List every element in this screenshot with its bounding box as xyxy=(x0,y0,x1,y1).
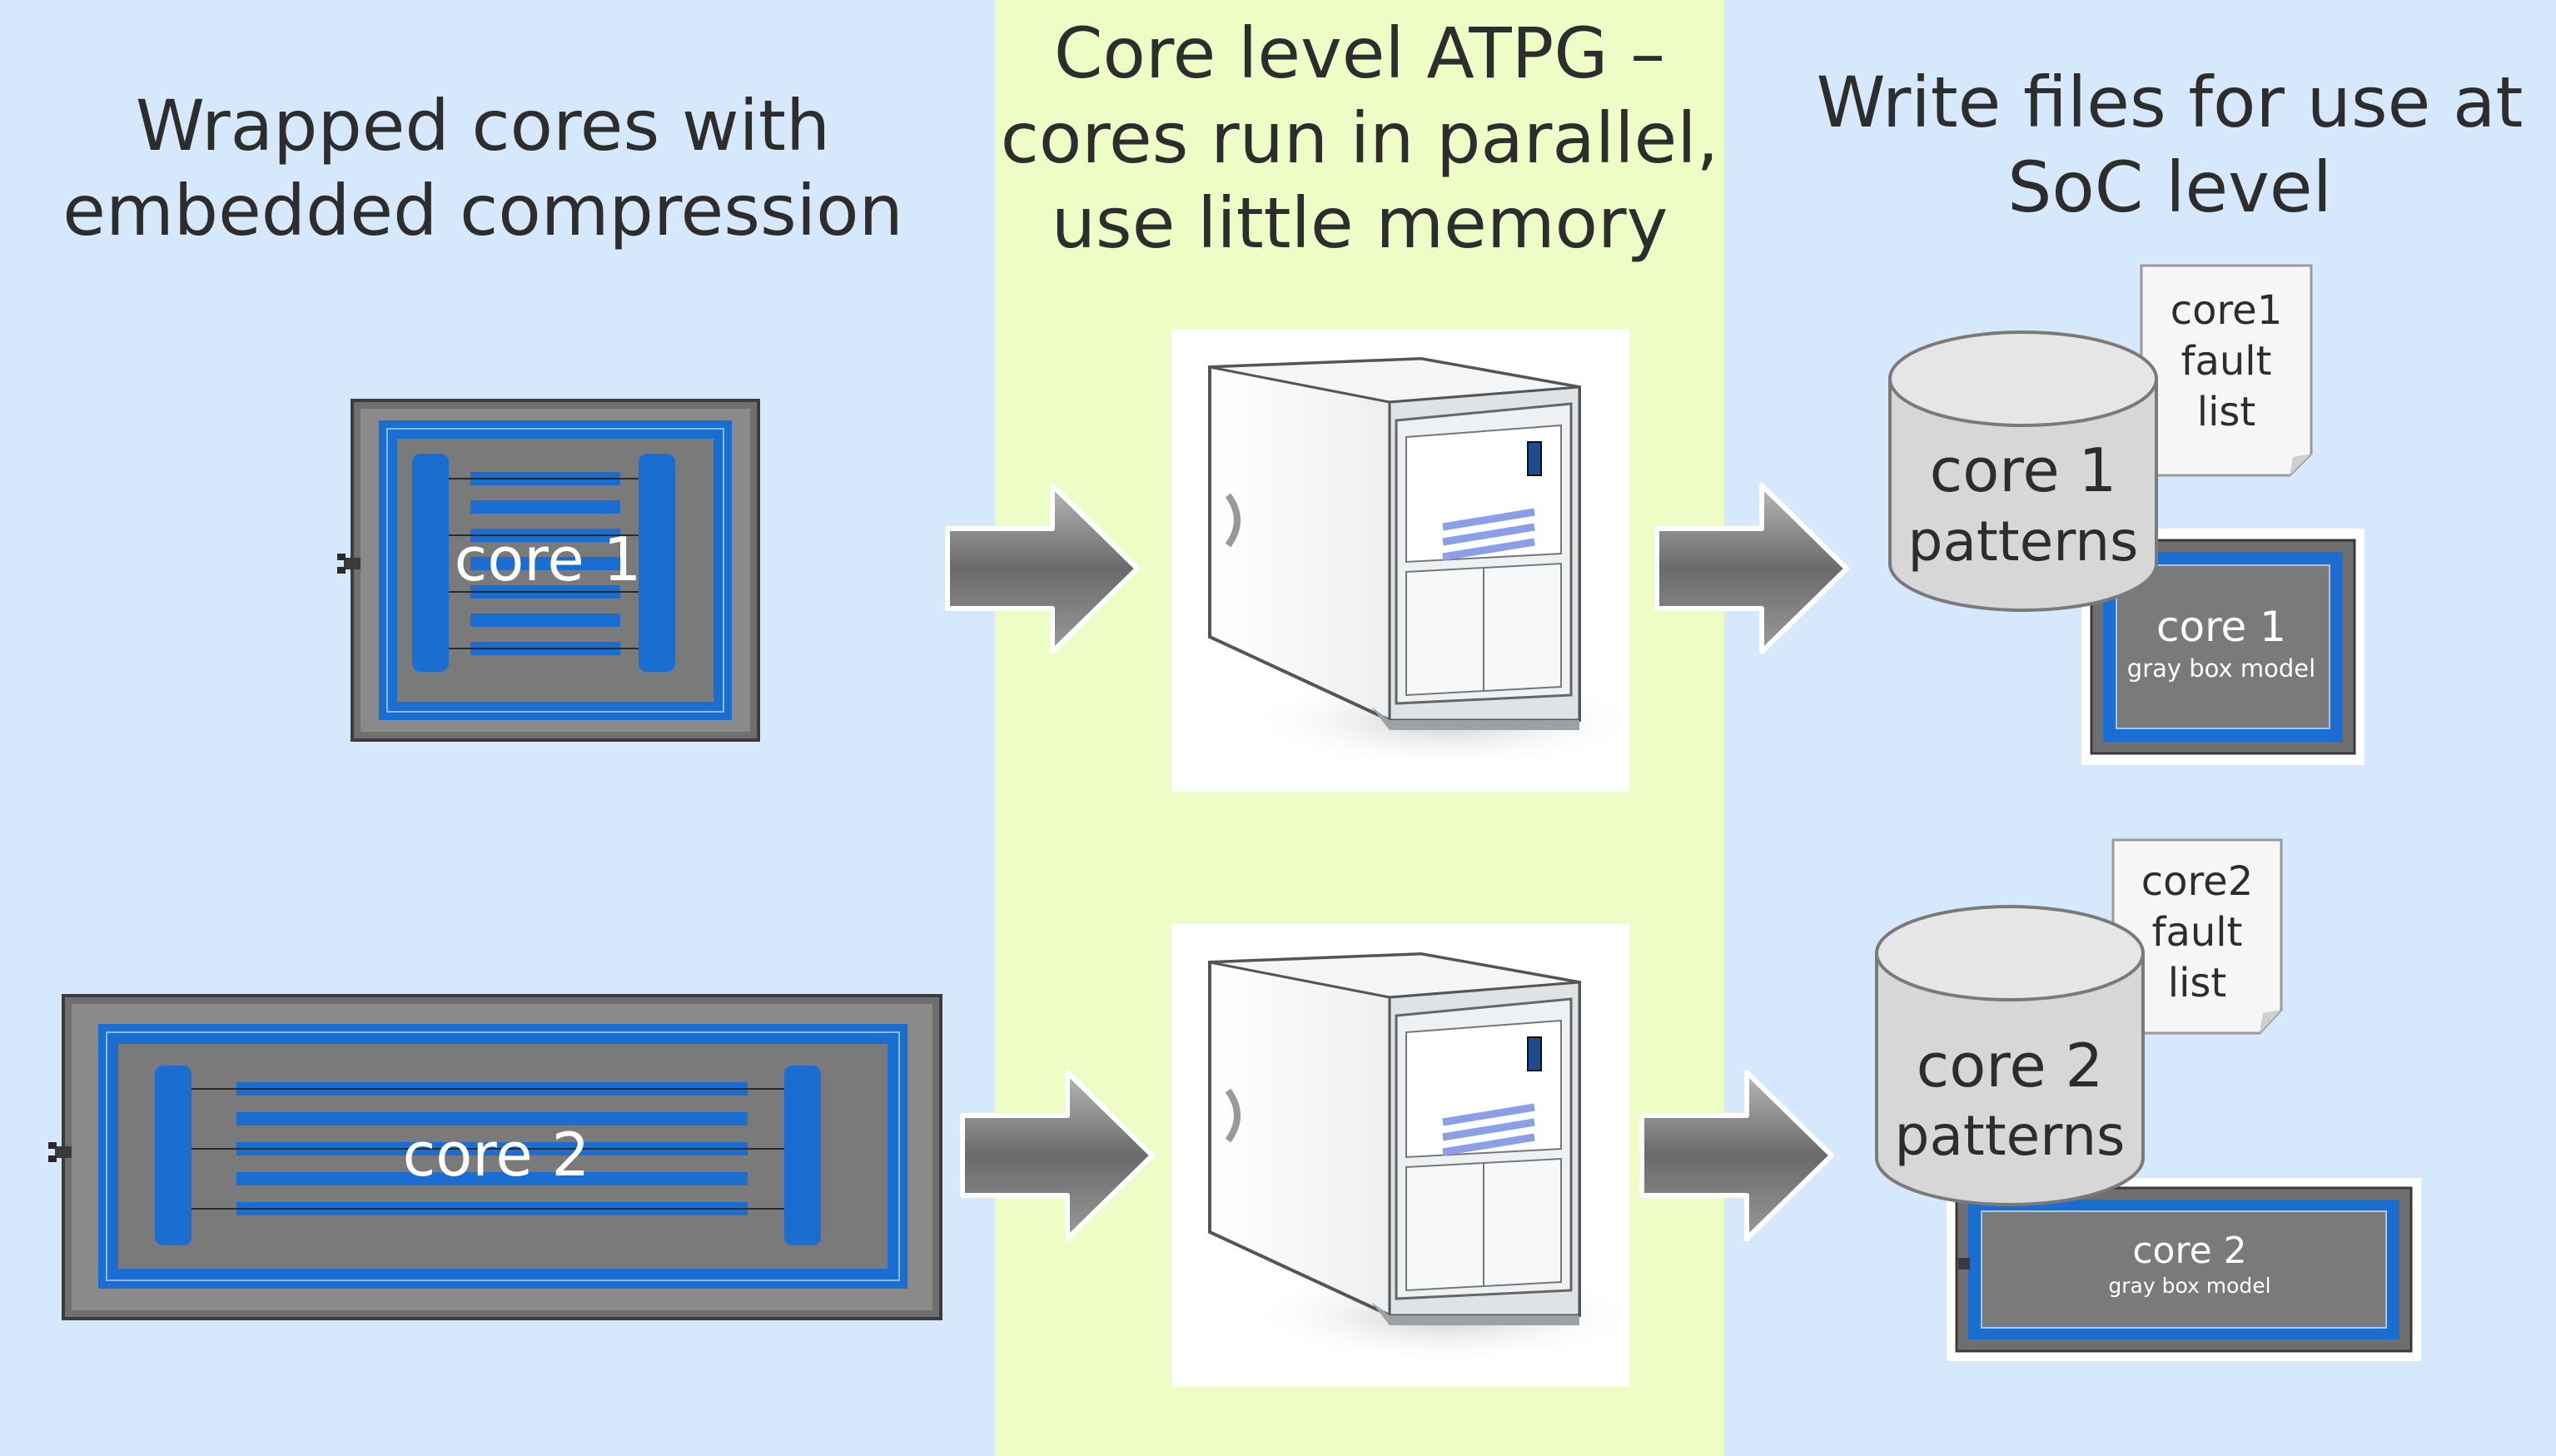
core1-fault-list-line-3: list xyxy=(2197,389,2256,435)
core2-graybox-subtitle: gray box model xyxy=(2108,1274,2270,1298)
core2-fault-list-line-3: list xyxy=(2168,960,2227,1006)
core1-files: core 1 gray box model core1 fault list c… xyxy=(1888,264,2365,765)
core1-patterns-line-1: core 1 xyxy=(1930,435,2117,505)
right-heading-line-2: SoC level xyxy=(2007,147,2332,228)
middle-heading: Core level ATPG – cores run in parallel,… xyxy=(995,11,1724,266)
core1-patterns-line-2: patterns xyxy=(1908,509,2139,574)
server-icon-1 xyxy=(1171,329,1629,792)
middle-heading-line-3: use little memory xyxy=(1051,182,1668,264)
arrow-to-files-1 xyxy=(1653,479,1853,658)
core2-patterns-line-1: core 2 xyxy=(1917,1031,2104,1101)
core1-graybox-subtitle: gray box model xyxy=(2127,654,2315,683)
core2-files: core 2 gray box model core2 fault list c… xyxy=(1875,838,2421,1361)
core1-fault-list-line-2: fault xyxy=(2181,338,2272,385)
core1-graybox-title: core 1 xyxy=(2156,603,2286,651)
right-heading: Write files for use at SoC level xyxy=(1808,60,2532,230)
arrow-to-server-2 xyxy=(959,1066,1159,1245)
arrow-to-server-1 xyxy=(944,479,1144,658)
right-heading-line-1: Write files for use at xyxy=(1816,62,2524,143)
core2-label: core 2 xyxy=(403,1120,590,1190)
middle-heading-line-2: cores run in parallel, xyxy=(1000,97,1719,179)
left-heading-line-2: embedded compression xyxy=(62,170,903,251)
left-heading: Wrapped cores with embedded compression xyxy=(50,83,916,253)
core2-patterns-line-2: patterns xyxy=(1895,1104,2126,1168)
core2-fault-list-line-1: core2 xyxy=(2141,858,2254,905)
core2-graybox-title: core 2 xyxy=(2132,1230,2246,1272)
core1-fault-list-line-1: core1 xyxy=(2171,287,2283,334)
left-heading-line-1: Wrapped cores with xyxy=(135,85,831,166)
server-icon-2 xyxy=(1171,924,1629,1387)
core2-fault-list-line-2: fault xyxy=(2152,909,2243,956)
middle-heading-line-1: Core level ATPG – xyxy=(1053,12,1666,94)
core1-block: core 1 xyxy=(337,399,760,742)
core2-block: core 2 xyxy=(48,994,942,1320)
core1-label: core 1 xyxy=(455,524,642,594)
arrow-to-files-2 xyxy=(1639,1066,1838,1245)
